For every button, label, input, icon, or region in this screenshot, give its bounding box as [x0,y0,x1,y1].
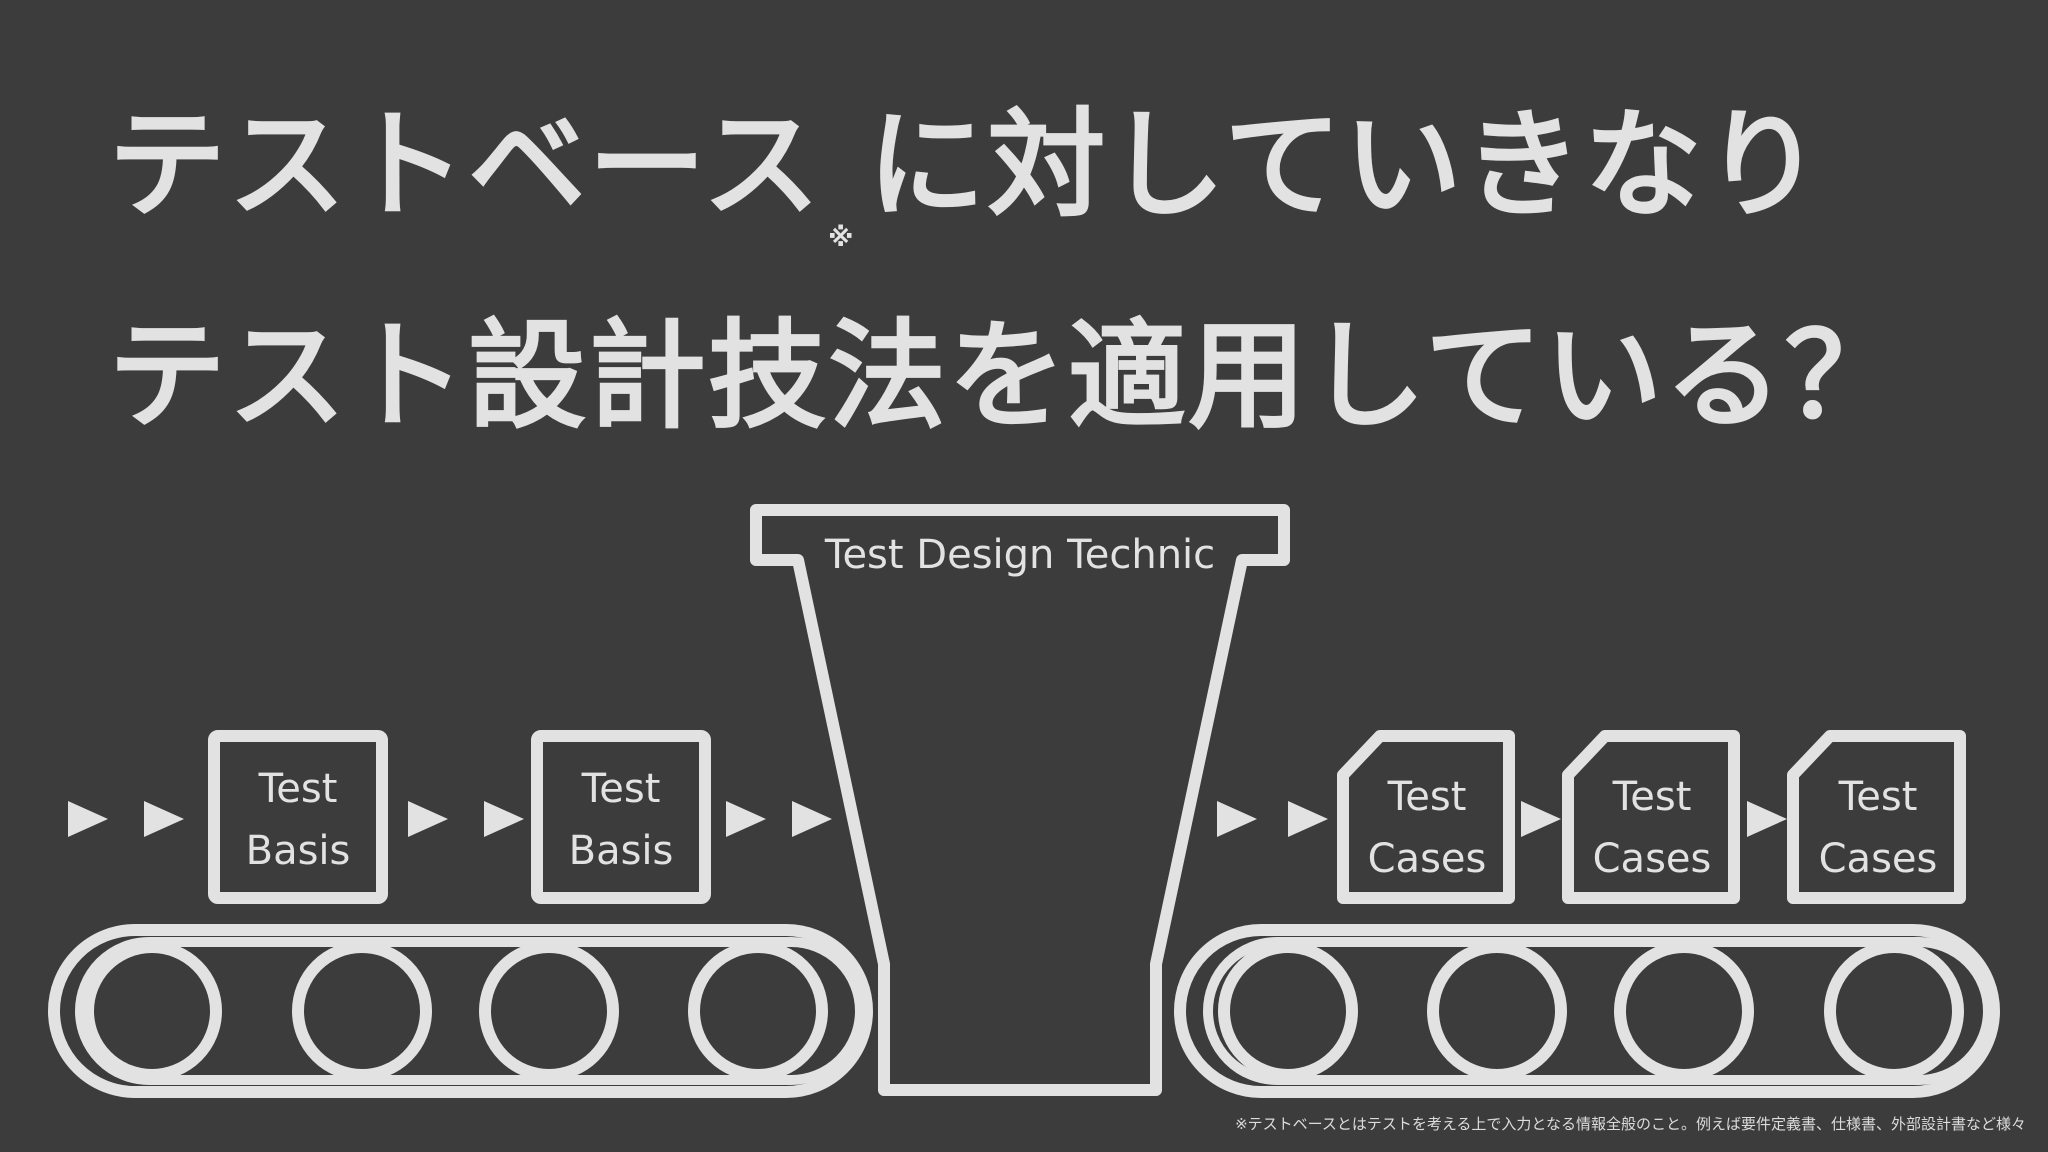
arrow-5 [726,801,766,837]
left-roller-4 [688,941,828,1081]
test-cases-box-1 [1337,730,1515,904]
arrow-4 [484,801,524,837]
right-roller-2 [1427,941,1567,1081]
test-cases-1-line2: Cases [1368,836,1487,882]
arrow-8 [1288,801,1328,837]
test-cases-3-line1: Test [1838,774,1918,820]
arrow-7 [1217,801,1257,837]
right-conveyor-belt [1174,924,2000,1098]
arrow-1 [68,801,108,837]
test-basis-2-line2: Basis [569,828,674,874]
funnel-label: Test Design Technic [824,532,1215,578]
footnote: ※テストベースとはテストを考える上で入力となる情報全般のこと。例えば要件定義書、… [1235,1115,2026,1133]
test-basis-2-line1: Test [581,766,661,812]
title-line-2: テスト設計技法を適用している？ [108,307,1905,445]
title-part-test-basis: テストベース [108,96,823,234]
test-cases-2-line1: Test [1612,774,1692,820]
left-roller-3 [479,941,619,1081]
left-roller-2 [292,941,432,1081]
test-cases-3-line2: Cases [1819,836,1938,882]
test-cases-box-3 [1787,730,1966,904]
test-basis-box-1 [208,730,388,904]
right-roller-4 [1824,941,1964,1081]
test-basis-1-line2: Basis [246,828,351,874]
arrow-10 [1747,801,1787,837]
right-roller-1 [1218,941,1358,1081]
arrow-3 [408,801,448,837]
test-basis-box-2 [531,730,711,904]
left-conveyor-belt [48,924,873,1098]
test-design-funnel [750,504,1290,1096]
arrow-2 [144,801,184,837]
title-part-rest: に対していきなり [867,96,1824,234]
footnote-mark: ※ [828,223,854,253]
test-cases-box-2 [1562,730,1740,904]
arrow-9 [1521,801,1561,837]
slide-title: テストベース※ に対していきなり テスト設計技法を適用している？ [108,96,1904,445]
left-roller-1 [82,941,222,1081]
test-basis-1-line1: Test [258,766,338,812]
test-cases-1-line1: Test [1387,774,1467,820]
left-conveyor-inner [75,937,865,1085]
test-cases-2-line2: Cases [1593,836,1712,882]
arrow-6 [792,801,832,837]
right-conveyor-inner [1203,937,1993,1085]
title-line-1: テストベース※ に対していきなり [108,96,1904,307]
right-roller-3 [1614,941,1754,1081]
